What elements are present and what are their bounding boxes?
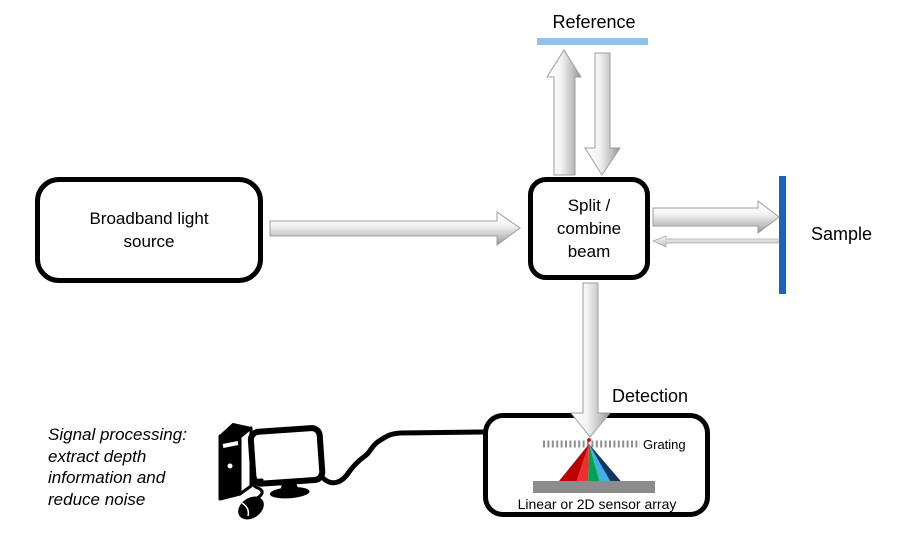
desktop-computer-icon [218,423,326,520]
arrow-splitter-to-detector [569,282,612,438]
broadband-light-source-box: Broadband light source [35,177,263,283]
sample-label: Sample [811,224,873,244]
sample-mirror-bar [779,176,786,294]
arrow-source-to-splitter [269,211,521,246]
reference-label: Reference [552,12,636,32]
broadband-light-source-label: Broadband light source [89,209,209,251]
arrow-splitter-to-reference [546,49,582,176]
arrow-splitter-to-sample [652,199,780,235]
mouse-icon [238,478,264,520]
monitor-icon [247,425,326,499]
arrow-sample-return [651,235,779,248]
signal-processing-note: Signal processing: extract depth informa… [48,425,187,509]
tower-icon [218,423,253,501]
detection-label: Detection [612,386,689,406]
spectrum-fan-navy [589,444,625,486]
sensor-array-bar [533,481,655,493]
data-cable [319,429,485,486]
grating-focus-dot [587,438,591,442]
split-combine-beam-box: Split / combine beam [528,177,650,280]
spectrum-fan-green [588,444,601,486]
spectrum-fan-dark-red [555,444,589,486]
spectrum-fan-red [575,444,589,486]
split-combine-beam-label: Split / combine beam [556,196,622,261]
reference-mirror-bar [537,38,648,45]
sensor-array-label: Linear or 2D sensor array [517,496,677,512]
arrow-reference-to-splitter [584,52,621,176]
grating-label: Grating [643,437,686,452]
